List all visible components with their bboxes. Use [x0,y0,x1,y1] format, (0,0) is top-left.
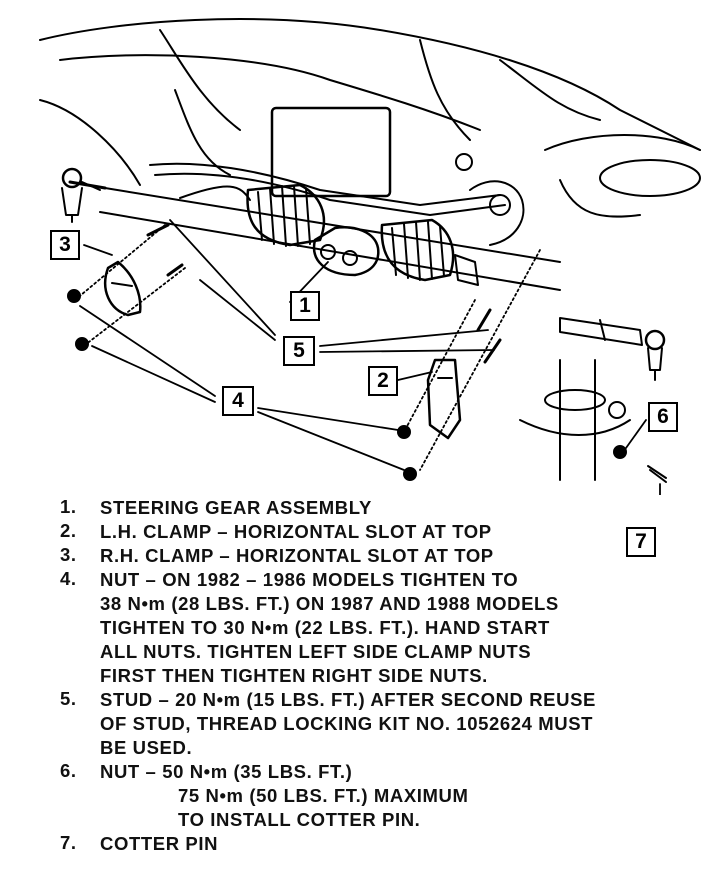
strut-assembly [519,359,631,481]
legend-item-text: BE USED. [100,737,193,758]
legend-item-text: TO INSTALL COTTER PIN. [178,809,421,830]
legend-item: 1. STEERING GEAR ASSEMBLY [60,496,710,520]
legend-item-text: L.H. CLAMP – HORIZONTAL SLOT AT TOP [100,521,492,542]
legend-item-text: NUT – 50 N•m (35 LBS. FT.) [100,761,353,782]
legend-item-number: 2. [60,520,77,541]
legend-item: 3. R.H. CLAMP – HORIZONTAL SLOT AT TOP [60,544,710,568]
callout-5: 5 [283,336,315,366]
legend-item-number: 1. [60,496,77,517]
legend-item: 4. NUT – ON 1982 – 1986 MODELS TIGHTEN TO… [60,568,710,688]
legend-item-number: 3. [60,544,77,565]
cotter-pin [647,465,667,483]
rh-clamp [103,260,142,317]
legend-item-text: TIGHTEN TO 30 N•m (22 LBS. FT.). HAND ST… [100,617,550,638]
legend-item-text: OF STUD, THREAD LOCKING KIT NO. 1052624 … [100,713,594,734]
legend-item-number: 7. [60,832,77,853]
legend-item-text: NUT – ON 1982 – 1986 MODELS TIGHTEN TO [100,569,519,590]
callout-6: 6 [648,402,678,432]
legend: 1. STEERING GEAR ASSEMBLY 2. L.H. CLAMP – H… [60,496,710,856]
legend-item-text: STUD – 20 N•m (15 LBS. FT.) AFTER SECOND… [100,689,596,710]
legend-item-text: 75 N•m (50 LBS. FT.) MAXIMUM [178,785,469,806]
legend-item: 7. COTTER PIN [60,832,710,856]
legend-item-text: COTTER PIN [100,833,219,854]
legend-item-text: FIRST THEN TIGHTEN RIGHT SIDE NUTS. [100,665,488,686]
legend-item: 2. L.H. CLAMP – HORIZONTAL SLOT AT TOP [60,520,710,544]
callout-7: 7 [626,527,656,557]
legend-item: 5. STUD – 20 N•m (15 LBS. FT.) AFTER SECO… [60,688,710,760]
legend-item: 6. NUT – 50 N•m (35 LBS. FT.) 75 N•m (50 L… [60,760,710,832]
legend-item-number: 5. [60,688,77,709]
steering-gear-body [68,162,561,291]
legend-item-text: STEERING GEAR ASSEMBLY [100,497,372,518]
callout-1: 1 [290,291,320,321]
left-tie-rod-end [61,167,101,223]
lh-clamp [426,358,462,440]
clamp-studs [146,223,502,364]
callout-4: 4 [222,386,254,416]
callout-2: 2 [368,366,398,396]
leader-lines [74,219,661,495]
legend-item-text: R.H. CLAMP – HORIZONTAL SLOT AT TOP [100,545,494,566]
clamp-nuts [67,289,627,481]
callout-3: 3 [50,230,80,260]
legend-item-number: 6. [60,760,77,781]
legend-item-text: 38 N•m (28 LBS. FT.) ON 1987 AND 1988 MO… [100,593,559,614]
legend-item-number: 4. [60,568,77,589]
steering-gear-illustration [39,18,701,495]
firewall-background [39,18,701,218]
right-tie-rod-end [559,317,666,381]
legend-item-text: ALL NUTS. TIGHTEN LEFT SIDE CLAMP NUTS [100,641,532,662]
